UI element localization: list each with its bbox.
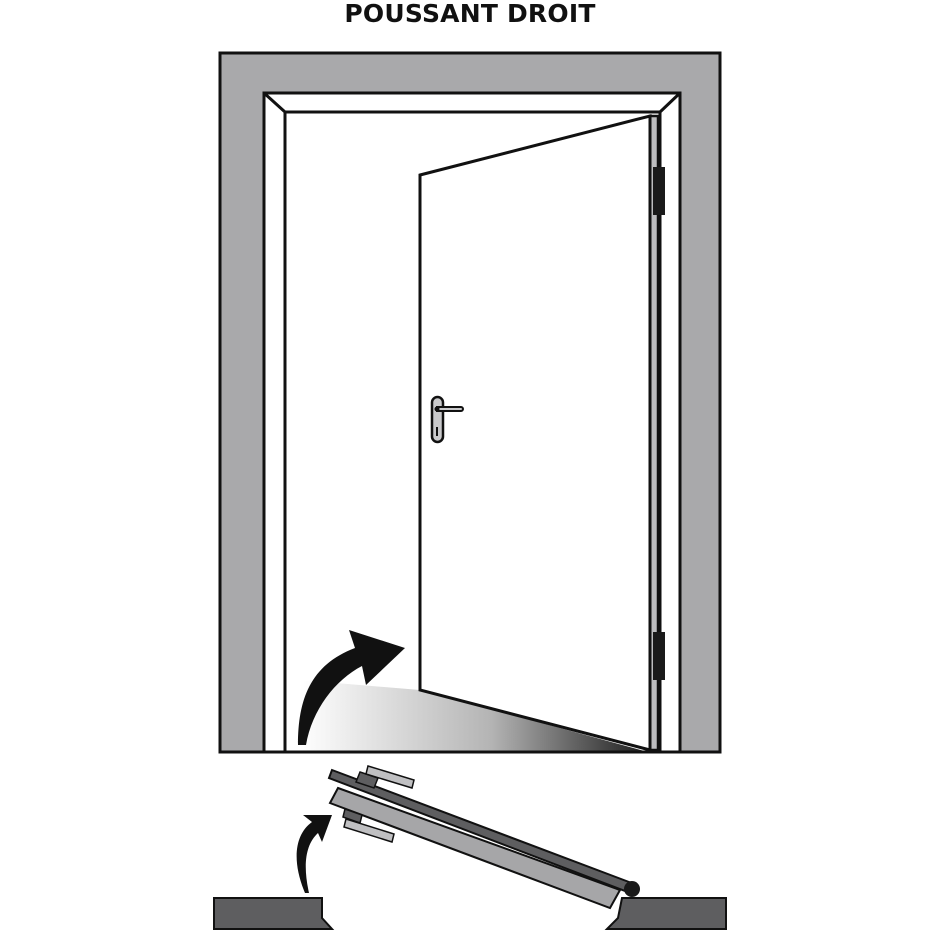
lever-bottom xyxy=(343,818,395,843)
door-handle-icon xyxy=(430,395,464,444)
wall-section-left xyxy=(213,897,335,930)
pivot-icon xyxy=(624,881,640,897)
hinge-bottom-icon xyxy=(653,632,665,680)
lever-top xyxy=(365,765,415,789)
plan-arrow-icon xyxy=(296,815,332,893)
wall-section-right xyxy=(604,897,727,930)
hinge-top-icon xyxy=(653,167,665,215)
diagram-title: POUSSANT DROIT xyxy=(344,0,596,28)
floor-swing-shade xyxy=(300,680,648,752)
opening-arrow-icon xyxy=(298,630,405,745)
door-leaf xyxy=(418,114,652,752)
door-leaf-section xyxy=(328,786,622,910)
door-frame-elevation xyxy=(218,51,722,754)
door-plan-section xyxy=(213,765,727,930)
